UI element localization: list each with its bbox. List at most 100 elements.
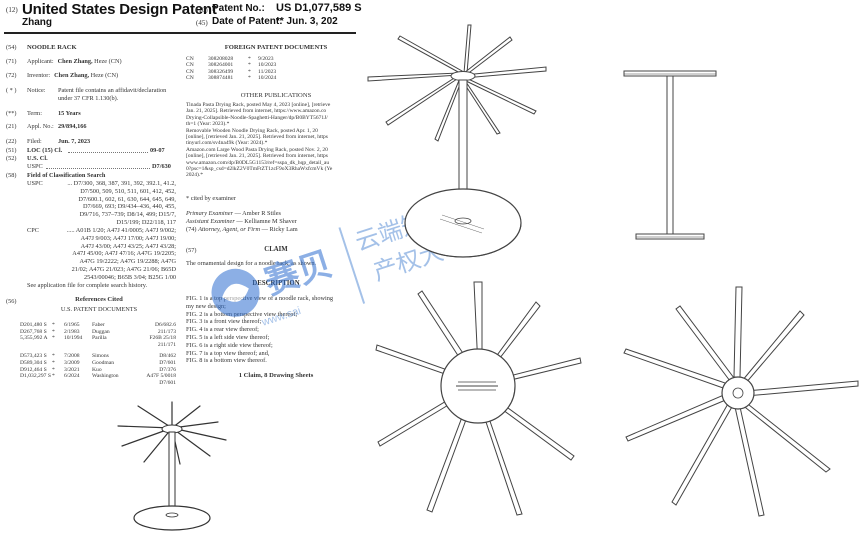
watermark-brand: 赛贝: [260, 244, 337, 302]
uspc-line: D15/199; D22/118, 117: [116, 218, 176, 226]
claims-sheets-count: 1 Claim, 8 Drawing Sheets: [238, 372, 314, 379]
description-line: FIG. 6 is a right side view thereof;: [186, 341, 273, 349]
description-line: FIG. 3 is a front view thereof;: [186, 318, 262, 326]
appl-no-label: Appl. No.:: [27, 123, 54, 130]
inventor-location: Heze (CN): [89, 72, 119, 79]
claim-heading: CLAIM: [264, 246, 288, 253]
applicant-name: Chen Zhang,: [57, 58, 93, 65]
citation-row: D7/601: [159, 379, 176, 386]
claim-text: The ornamental design for a noodle rack,…: [186, 260, 317, 267]
attorney: (74) Attorney, Agent, or Firm — Ricky La…: [186, 226, 298, 234]
publication-line: [online], [retrieved Jan. 21, 2025]. Ret…: [186, 153, 328, 160]
field-search-label: Field of Classification Search: [27, 172, 106, 179]
other-publications-heading: OTHER PUBLICATIONS: [240, 92, 312, 99]
code-71: (71): [6, 58, 17, 65]
figure-1-perspective-large: [367, 24, 547, 258]
code-22: (22): [6, 138, 17, 145]
patent-number: US D1,077,589 S: [276, 2, 362, 14]
uspc-search-label: USPC: [27, 180, 43, 187]
publication-line: 0?psc=1&sp_csd=d2lkZ2V0TmFtZT1zcF9oX3Rha…: [186, 166, 333, 173]
notice-text: Patent file contains an affidavit/declar…: [58, 87, 167, 102]
term-label: Term:: [27, 110, 42, 117]
assistant-examiner-label: Assistant Examiner: [186, 218, 235, 225]
publication-line: Drying-Collapsible-Noodle-Spaghetti-Hang…: [186, 114, 328, 121]
applicant-location: Heze (CN): [92, 58, 122, 65]
description-heading: DESCRIPTION: [252, 280, 300, 287]
notice-label: Notice:: [27, 87, 46, 94]
publication-line: Removable Wooden Noodle Drying Rack, pos…: [186, 127, 318, 134]
code-74: (74): [186, 226, 197, 233]
filed-value: Jun. 7, 2023: [58, 138, 91, 145]
cpc-line: A47J 9/003; A47J 17/00; A47J 19/00;: [80, 234, 176, 242]
publication-line: th=1 (Year: 2023).*: [186, 121, 230, 128]
code-54: (54): [6, 44, 17, 51]
uspc-line: D7/600.1, 602, 61, 630, 644, 645, 649,: [78, 195, 176, 203]
description-line: FIG. 8 is a bottom view thereof.: [186, 357, 267, 365]
loc-value: 09-07: [150, 147, 165, 154]
cpc-line: A47J 43/00; A47J 43/25; A47J 43/28;: [80, 242, 176, 250]
publication-line: www.amazon.com/dp/B0DL5G1153/ref=sspa_dk…: [186, 159, 330, 166]
inventor-row: Inventor: Chen Zhang, Heze (CN): [27, 72, 118, 80]
loc-leader: [68, 152, 148, 153]
uspc-line: D7/669, 693; D9/434–436, 440, 455,: [82, 203, 176, 211]
figure-1-perspective-small: [117, 401, 227, 531]
publication-line: [online], [retrieved Jan. 21, 2025]. Ret…: [186, 134, 328, 141]
cpc-line: ..... A01B 1/20; A47J 41/0005; A47J 9/00…: [66, 227, 176, 234]
publication-line: Jan. 21, 2025]. Retrieved from internet,…: [186, 108, 327, 115]
code-21: (21): [6, 123, 17, 130]
code-58: (58): [6, 172, 17, 179]
watermark-url: www.sai: [259, 305, 302, 329]
description-line: FIG. 1 is a top perspective view of a no…: [186, 295, 334, 302]
other-publications-text: Tinada Pasta Drying Rack, posted May 4, …: [186, 102, 356, 179]
foreign-patent-docs-heading: FOREIGN PATENT DOCUMENTS: [224, 44, 328, 51]
applicant-row: Applicant: Chen Zhang, Heze (CN): [27, 58, 122, 66]
uspc-line: ... D7/300, 368, 387, 391, 392, 392.1, 4…: [67, 180, 176, 187]
loc-label: LOC (15) Cl.: [27, 147, 63, 154]
cpc-line: 2543/00046; B65B 3/04; B25G 1/00: [83, 273, 176, 281]
patent-type-title: United States Design Patent: [22, 1, 217, 18]
header-rule: [4, 32, 356, 34]
notice-code: ( * ): [6, 87, 17, 94]
publication-line: tinyurl.com/sv4na49k (Year: 2024).*: [186, 140, 268, 147]
filed-label: Filed:: [27, 138, 42, 145]
uspc-line: D9/716, 737–739; D8/14, 499; D15/7,: [79, 211, 176, 219]
description-line: FIG. 7 is a top view thereof; and,: [186, 349, 270, 357]
cpc-lines: ..... A01B 1/20; A47J 41/0005; A47J 9/00…: [46, 227, 176, 282]
primary-examiner-name: — Amber R Stiles: [233, 210, 281, 217]
date-of-patent: ** Jun. 3, 202: [276, 16, 338, 27]
us-cl-label: U.S. Cl.: [27, 155, 48, 162]
uspc-value: D7/630: [152, 163, 171, 170]
inventor-label: Inventor:: [27, 72, 51, 79]
assistant-examiner-name: — Kelliamne M Shaver: [234, 218, 297, 225]
references-cited-heading: References Cited: [75, 296, 123, 303]
applicant-label: Applicant:: [27, 58, 54, 65]
code-10: (10): [196, 6, 208, 14]
uspc-label: USPC: [27, 163, 43, 170]
design-title: NOODLE RACK: [27, 44, 77, 51]
uspc-line: D7/500, 509, 510, 511, 601, 412, 452,: [80, 187, 176, 195]
code-12: (12): [6, 6, 18, 14]
code-57: (57): [186, 247, 197, 254]
assistant-examiner: Assistant Examiner — Kelliamne M Shaver: [186, 218, 297, 226]
code-45: (45): [196, 19, 208, 27]
code-72: (72): [6, 72, 17, 79]
date-label: Date of Patent:: [212, 16, 283, 27]
cpc-label: CPC: [27, 227, 39, 234]
figure-3-front-view: [623, 70, 717, 240]
attorney-name: — Ricky Lam: [260, 226, 298, 233]
cited-by-examiner: * cited by examiner: [186, 195, 236, 202]
citation-row: 211/171: [157, 341, 176, 348]
cpc-line: 21/02; A47G 21/023; A47G 21/06; B65D: [71, 265, 176, 273]
description-line: my new design;: [186, 302, 226, 310]
publication-line: Tinada Pasta Drying Rack, posted May 4, …: [186, 102, 331, 108]
